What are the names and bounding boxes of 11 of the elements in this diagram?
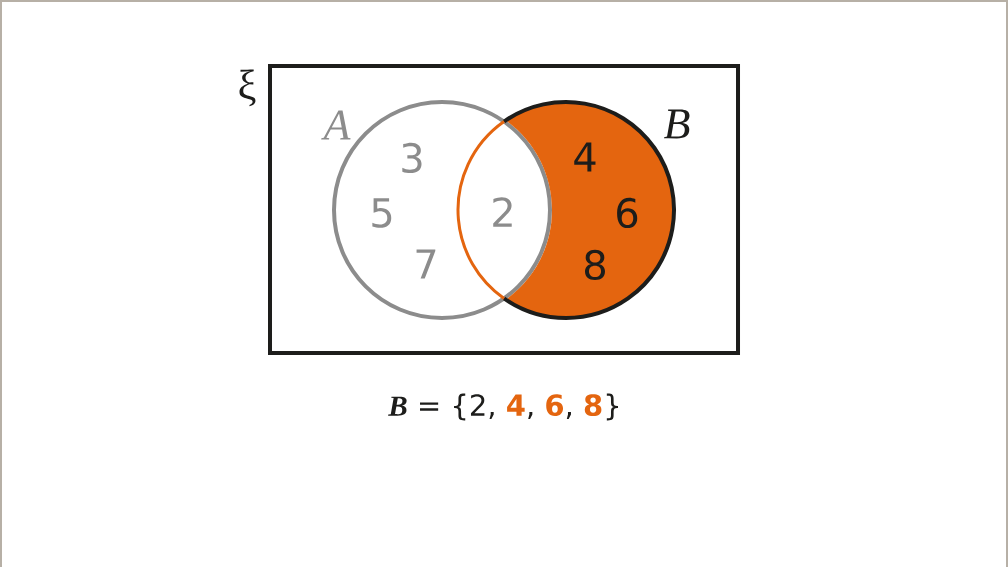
set-label: A (321, 110, 351, 140)
element-number: 3 (402, 142, 422, 174)
element-number: 2 (493, 197, 512, 227)
equation: B = {2, 4, 6, 8} (388, 393, 618, 421)
element-number: 6 (617, 197, 638, 229)
element-number: 8 (585, 249, 605, 281)
element-number: 7 (416, 249, 436, 279)
set-label: B (664, 109, 690, 139)
universal-set-symbol: ξ (239, 69, 256, 107)
element-number: 4 (574, 142, 596, 172)
element-number: 5 (372, 198, 392, 228)
